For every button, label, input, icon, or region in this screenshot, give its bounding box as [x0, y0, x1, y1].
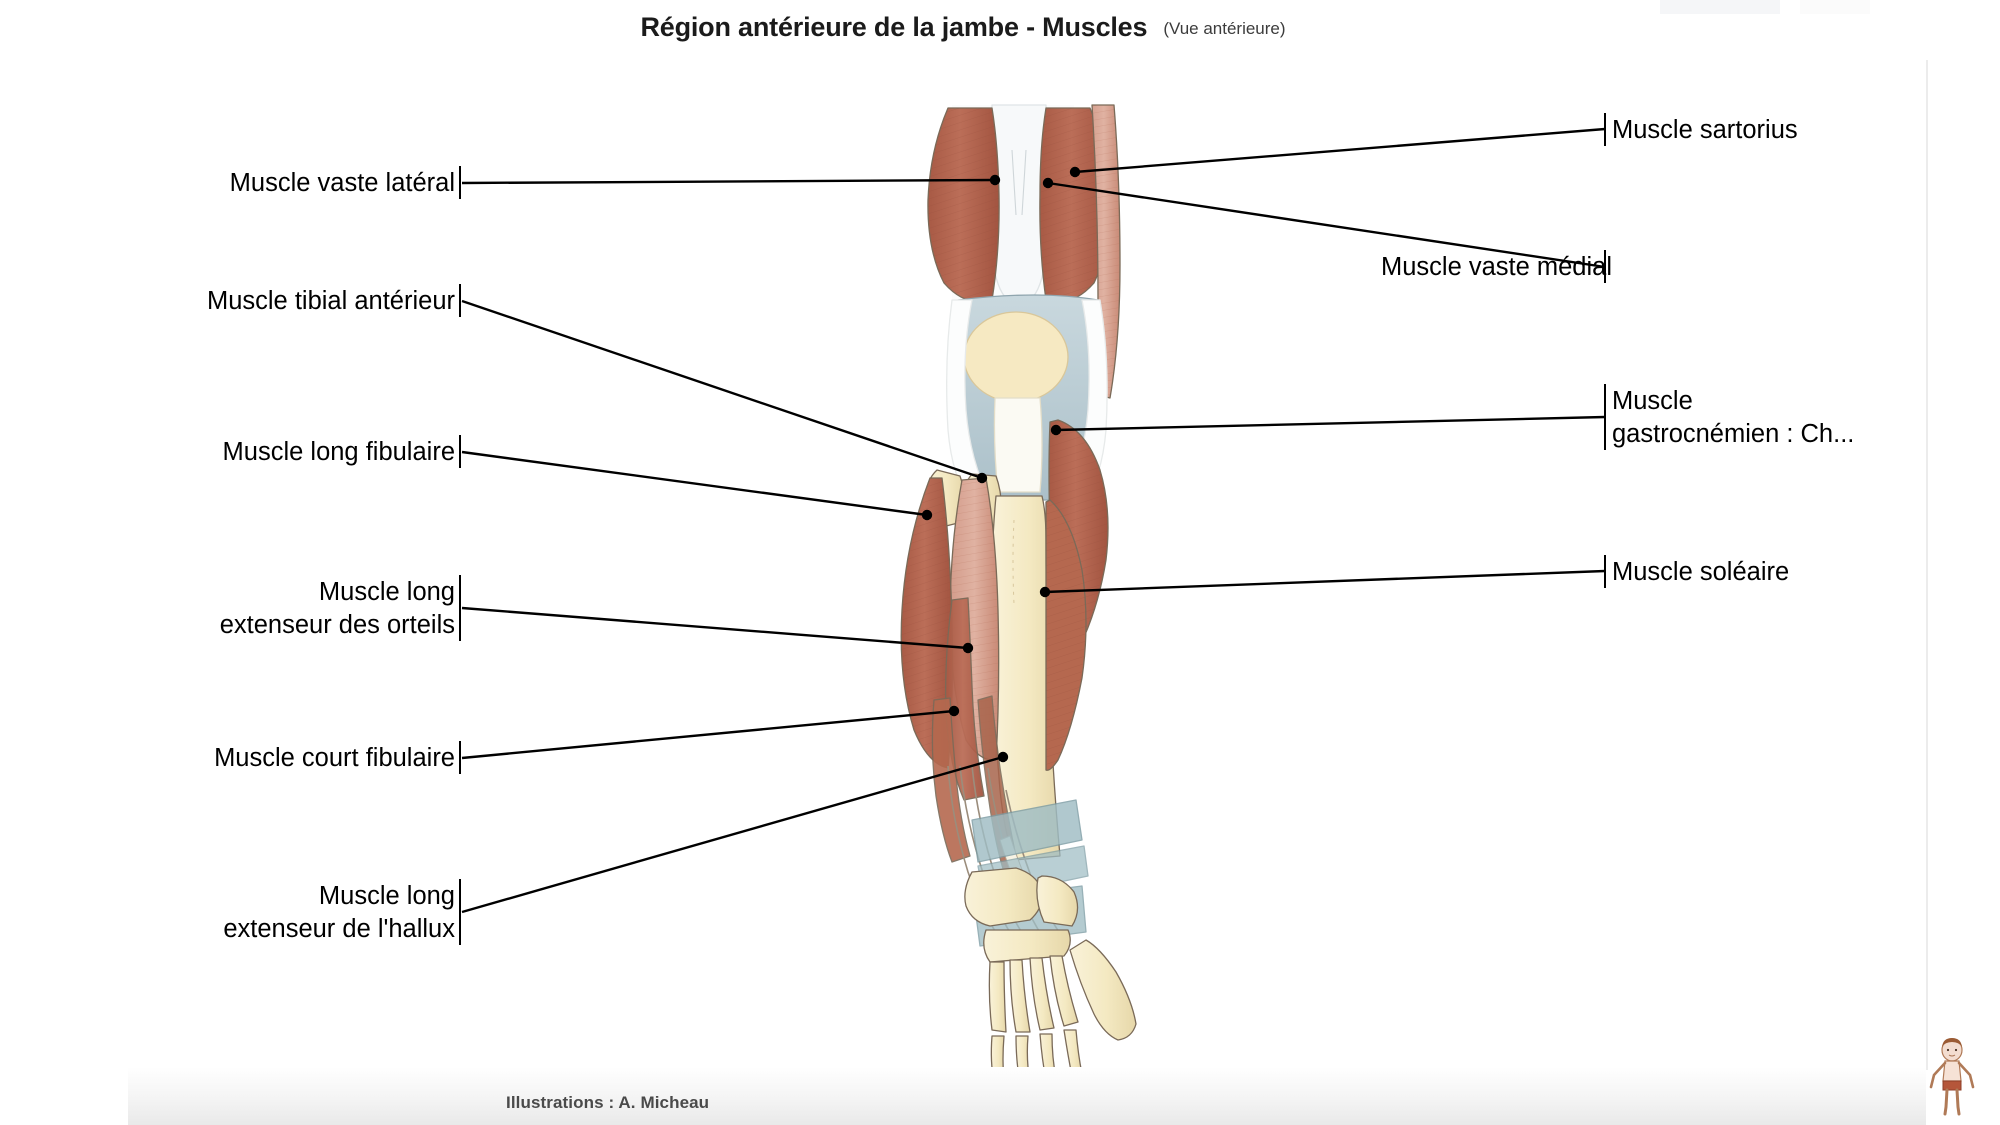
label-long-fibulaire[interactable]: Muscle long fibulaire [223, 436, 455, 469]
title-subtitle: (Vue antérieure) [1163, 19, 1286, 38]
anchor-dot-soleaire[interactable] [1039, 586, 1051, 598]
leader-line-long-fibulaire [461, 450, 928, 517]
leader-line-soleaire [1044, 569, 1606, 594]
leader-line-sartorius [1074, 127, 1606, 174]
label-text: Muscle long fibulaire [222, 438, 455, 466]
anchor-dot-court-fibulaire[interactable] [948, 705, 960, 717]
label-text: Muscle vaste médial [1380, 253, 1612, 281]
label-tick-long-extenseur-hallux [459, 879, 461, 945]
label-sartorius[interactable]: Muscle sartorius [1612, 114, 1798, 147]
panel-divider [1926, 60, 1928, 1070]
anchor-dot-gastrocnemien[interactable] [1050, 424, 1062, 436]
label-tick-sartorius [1604, 113, 1606, 146]
label-long-extenseur-hallux[interactable]: Muscle long extenseur de l'hallux [223, 880, 455, 946]
toolbar-ghost-right [1800, 0, 1870, 14]
leader-line-tibial-anterieur [461, 299, 983, 480]
label-text: Muscle sartorius [1612, 116, 1798, 144]
label-text: Muscle long extenseur des orteils [219, 578, 455, 639]
label-tick-gastrocnemien [1604, 384, 1606, 450]
label-text: Muscle court fibulaire [214, 744, 455, 772]
leader-line-vaste-medial [1047, 181, 1606, 269]
leader-line-long-extenseur-orteils [461, 606, 969, 650]
label-tick-court-fibulaire [459, 741, 461, 774]
label-tick-soleaire [1604, 555, 1606, 588]
body-map-navigator-icon[interactable] [1926, 1037, 1978, 1117]
anchor-dot-tibial-anterieur[interactable] [976, 472, 988, 484]
anchor-dot-long-fibulaire[interactable] [921, 509, 933, 521]
label-gastrocnemien[interactable]: Muscle gastrocnémien : Ch... [1612, 385, 1854, 451]
illustration-credit: Illustrations : A. Micheau [506, 1093, 710, 1112]
label-long-extenseur-orteils[interactable]: Muscle long extenseur des orteils [220, 576, 455, 642]
toolbar-ghost-left [1660, 0, 1780, 14]
label-soleaire[interactable]: Muscle soléaire [1612, 556, 1789, 589]
label-text: Muscle vaste latéral [229, 169, 455, 197]
footer-bar [128, 1067, 1926, 1125]
label-text: Muscle tibial antérieur [206, 287, 455, 315]
anchor-dot-sartorius[interactable] [1069, 166, 1081, 178]
leader-line-court-fibulaire [461, 709, 955, 760]
leader-line-long-extenseur-hallux [461, 755, 1004, 914]
leader-line-gastrocnemien [1055, 415, 1606, 432]
label-tick-vaste-medial [1604, 250, 1606, 283]
label-text: Muscle long extenseur de l'hallux [223, 882, 455, 943]
leader-line-vaste-lateral [461, 178, 996, 185]
label-vaste-medial[interactable]: Muscle vaste médial [1381, 251, 1612, 284]
label-tick-long-fibulaire [459, 435, 461, 468]
label-text: Muscle gastrocnémien : Ch... [1612, 387, 1855, 448]
page-title: Région antérieure de la jambe - Muscles (… [0, 12, 1926, 43]
anchor-dot-long-extenseur-orteils[interactable] [962, 642, 974, 654]
anchor-dot-vaste-lateral[interactable] [989, 174, 1001, 186]
label-court-fibulaire[interactable]: Muscle court fibulaire [214, 742, 455, 775]
anchor-dot-vaste-medial[interactable] [1042, 177, 1054, 189]
label-text: Muscle soléaire [1612, 558, 1790, 586]
label-vaste-lateral[interactable]: Muscle vaste latéral [230, 167, 455, 200]
label-tick-long-extenseur-orteils [459, 575, 461, 641]
label-tick-tibial-anterieur [459, 284, 461, 317]
label-tibial-anterieur[interactable]: Muscle tibial antérieur [207, 285, 455, 318]
anchor-dot-long-extenseur-hallux[interactable] [997, 751, 1009, 763]
title-text: Région antérieure de la jambe - Muscles [640, 12, 1148, 42]
label-tick-vaste-lateral [459, 166, 461, 199]
